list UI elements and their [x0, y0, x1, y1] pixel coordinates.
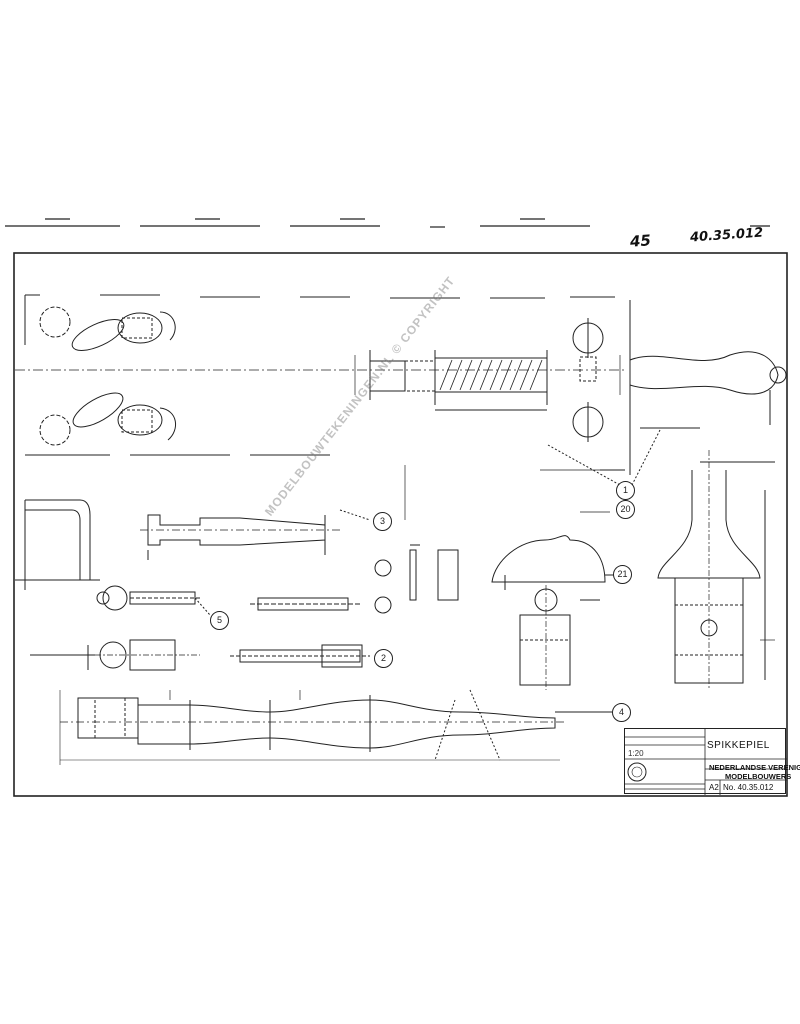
callout-5: 5	[210, 611, 229, 630]
handwritten-mark: 45	[629, 231, 652, 251]
sheet-border	[13, 252, 788, 797]
title-block-org-line2: MODELBOUWERS	[725, 772, 792, 781]
top-margin-marks	[5, 218, 770, 228]
small-discs	[374, 544, 459, 614]
pin-with-ring-view	[96, 585, 211, 616]
callout-2: 2	[374, 649, 393, 668]
callout-20: 20	[616, 500, 635, 519]
callout-3: 3	[373, 512, 392, 531]
title-block-drawing-number: No. 40.35.012	[723, 783, 774, 792]
stepped-shaft-view	[140, 509, 371, 560]
title-block-sheet-size: A2	[709, 783, 719, 792]
bushing-and-shaft-views	[30, 639, 370, 671]
callout-1: 1	[616, 481, 635, 500]
title-block-grid	[625, 729, 787, 795]
title-block-part-name: SPIKKEPIEL	[707, 740, 770, 751]
title-block-scale: 1:20	[628, 749, 644, 758]
callout-4: 4	[612, 703, 631, 722]
long-tapered-shaft-view	[59, 689, 612, 765]
callout-21: 21	[613, 565, 632, 584]
top-left-plan-view	[15, 294, 625, 456]
bracket-view	[15, 499, 100, 590]
title-block-org-line1: NEDERLANDSE VERENIGING	[709, 763, 800, 772]
dimension-ticks	[169, 355, 775, 700]
dome-cap-view	[491, 535, 625, 690]
bell-housing-view	[657, 450, 775, 690]
threaded-rod-view	[369, 350, 548, 411]
title-block: 1:20 SPIKKEPIEL NEDERLANDSE VERENIGING M…	[624, 728, 800, 795]
handle-top-view	[547, 300, 787, 486]
clevis-view	[250, 597, 360, 611]
